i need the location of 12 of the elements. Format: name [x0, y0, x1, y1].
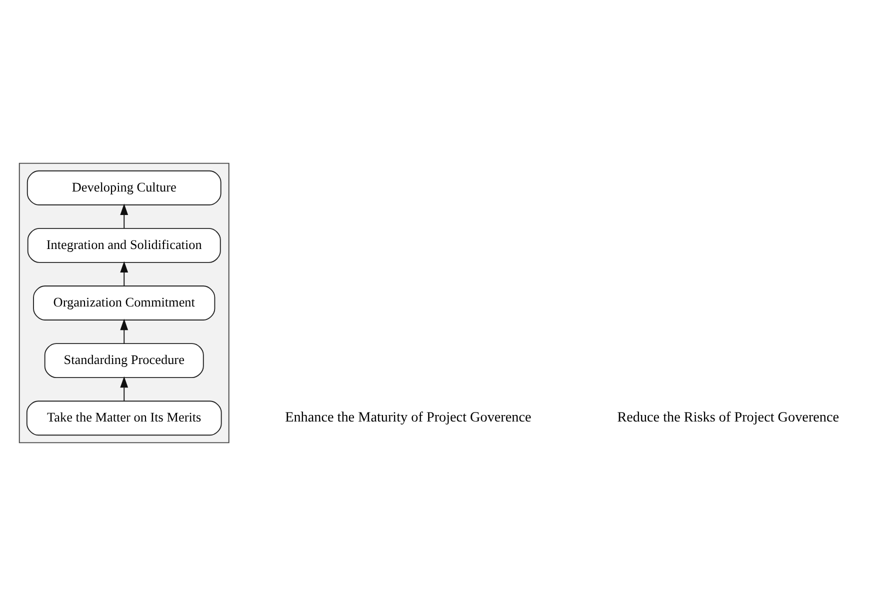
node-box: Integration and Solidification: [27, 228, 221, 263]
node-box: Developing Culture: [26, 170, 222, 206]
label: Enhance the Maturity of Project Goverence: [285, 409, 532, 426]
node-box: Standarding Procedure: [44, 343, 204, 378]
cluster: [18, 162, 230, 444]
arrow: [120, 318, 128, 344]
label: Reduce the Risks of Project Goverence: [617, 409, 840, 426]
arrow: [120, 261, 128, 286]
node-box: Take the Matter on Its Merits: [26, 400, 222, 436]
node-box: Organization Commitment: [33, 286, 216, 320]
arrow: [120, 204, 128, 229]
arrow: [120, 376, 128, 402]
